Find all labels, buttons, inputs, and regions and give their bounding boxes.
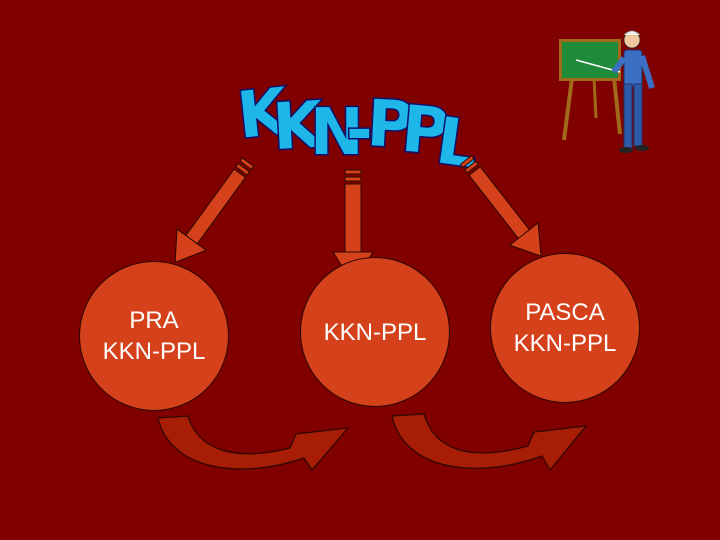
stage-circle-kkn: KKN-PPL — [300, 257, 450, 407]
down-arrow-left — [174, 157, 255, 264]
title-letter: - — [346, 94, 373, 168]
stage-label: KKN-PPL — [323, 318, 427, 346]
curved-arrow-1 — [157, 415, 350, 471]
stage-label: PASCA KKN-PPL — [513, 299, 617, 357]
teacher-at-chalkboard-icon — [559, 30, 655, 153]
stage-label: PRA KKN-PPL — [102, 307, 206, 365]
stage-circle-pasca: PASCA KKN-PPL — [490, 253, 640, 403]
curved-arrow-2 — [391, 413, 588, 472]
title-letter: K — [234, 75, 293, 154]
stage-circle-pra: PRA KKN-PPL — [79, 261, 229, 411]
title-letter: N — [310, 96, 364, 170]
down-arrow-right — [459, 154, 542, 257]
title-letter: P — [365, 87, 416, 163]
title-letter: K — [271, 88, 327, 165]
title-letter: P — [399, 93, 452, 171]
